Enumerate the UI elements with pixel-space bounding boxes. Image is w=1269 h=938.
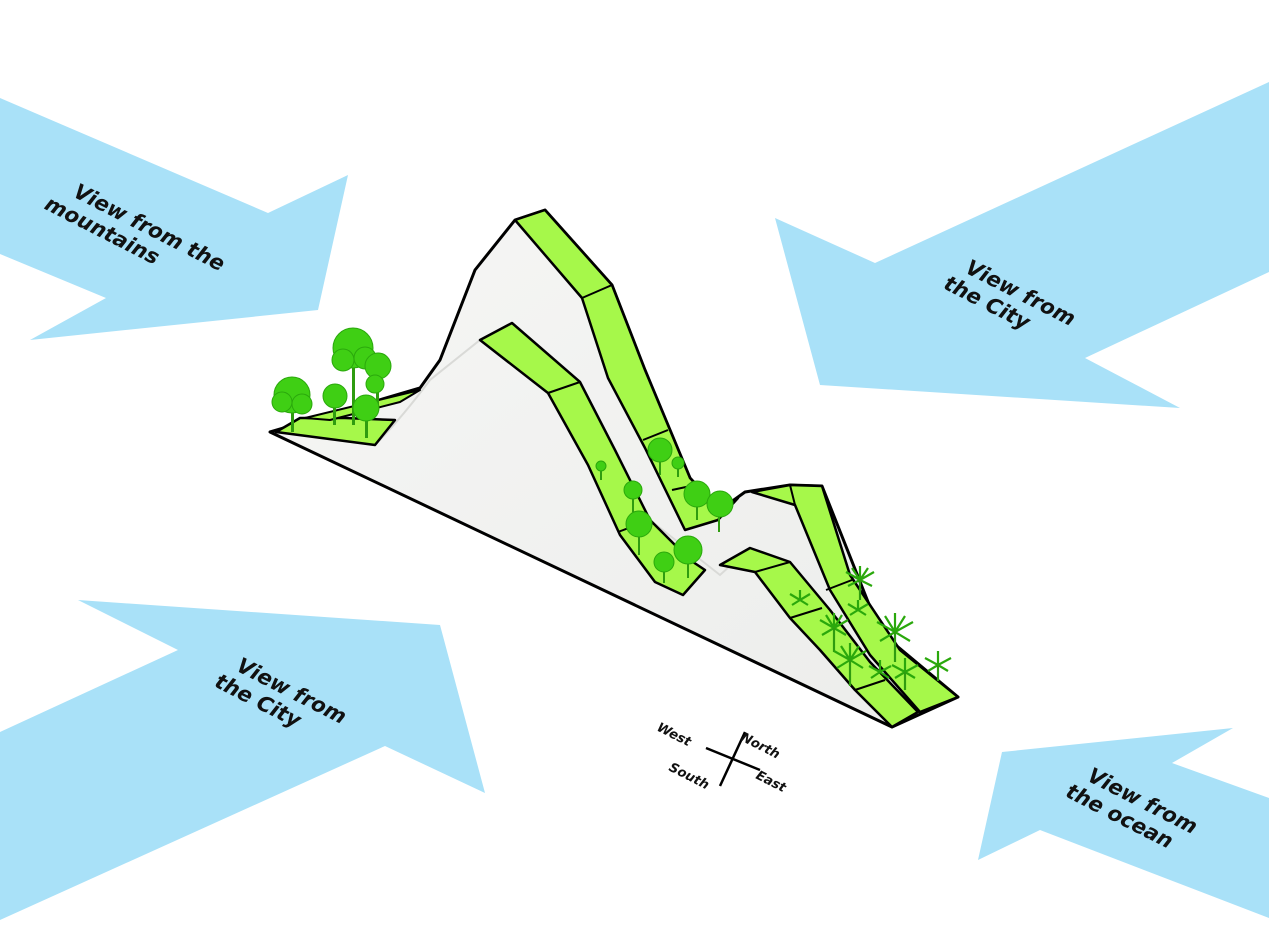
round-tree-icon [683,480,711,520]
arrow-view-from-mountains: View from the mountains [0,98,348,340]
broadleaf-tree-icon [364,352,392,410]
round-tree-icon [653,551,675,583]
palm-tree-icon [868,660,892,679]
palm-tree-icon [891,658,919,690]
broadleaf-tree-icon [322,383,348,425]
compass-east-label: East [753,768,789,796]
palm-tree-icon [876,613,914,662]
round-tree-icon [595,460,607,480]
east-green-ribbon [750,483,960,714]
round-tree-icon [623,480,643,512]
southeast-green-terrace [718,546,920,729]
round-tree-icon [671,456,685,477]
palm-tree-icon [924,651,952,681]
round-tree-icon [625,510,653,555]
arrow-view-from-city-east: View from the City [775,82,1269,408]
compass-south-label: South [666,760,711,793]
palm-tree-icon [845,566,875,600]
palm-tree-icon [833,643,867,686]
compass-north-label: North [738,730,782,762]
round-tree-icon [647,437,673,475]
arrow-view-from-city-west: View from the City [0,600,485,920]
broadleaf-tree-icon [271,376,313,432]
palm-tree-icon [789,590,811,606]
round-tree-icon [673,535,703,578]
arrow-view-from-ocean: View from the ocean [978,728,1269,918]
round-tree-icon [706,490,734,532]
trees [271,327,952,690]
broadleaf-tree-icon [352,394,380,438]
palm-tree-icon [847,600,869,616]
palm-tree-icon [819,613,849,652]
compass: North West East South [654,720,789,796]
compass-west-label: West [654,720,694,750]
